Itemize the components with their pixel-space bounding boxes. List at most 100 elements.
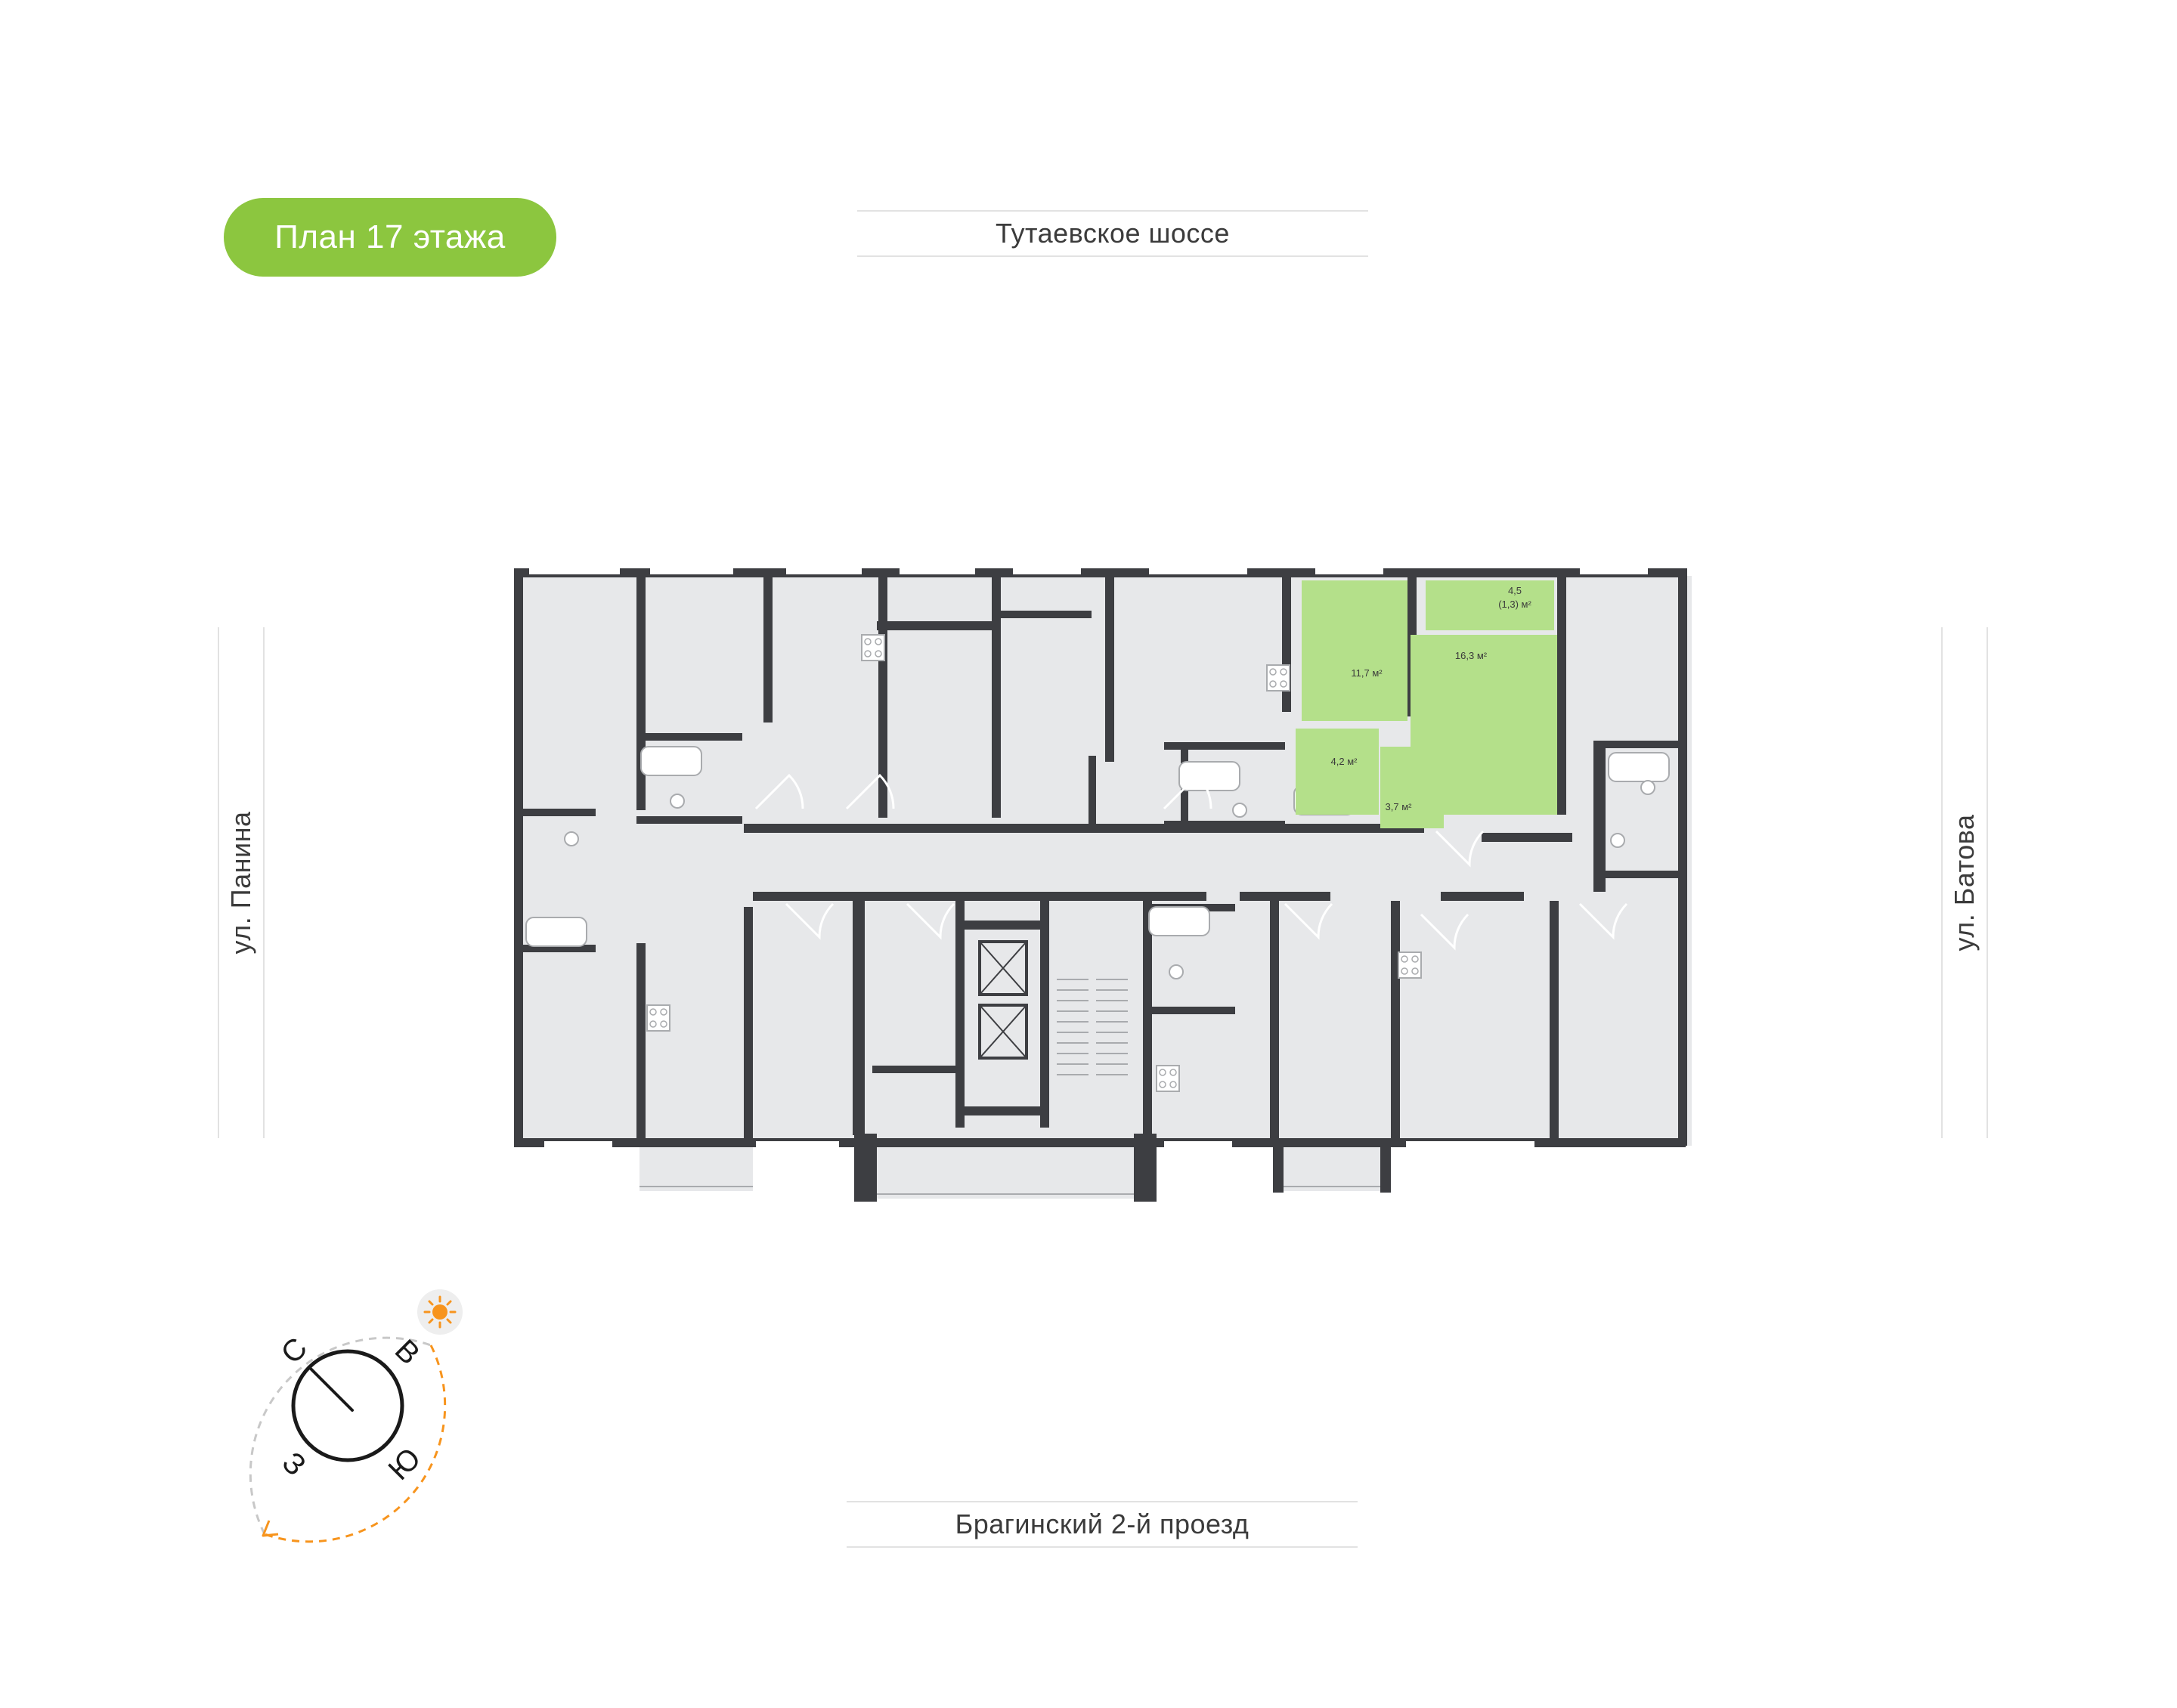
stove-icon (646, 1004, 670, 1032)
balcony-area-shape (1273, 1146, 1386, 1191)
wall-segment (1040, 901, 1049, 1128)
street-label-top: Тутаевское шоссе (857, 210, 1368, 257)
wall-segment (1678, 568, 1687, 1146)
toilet-icon (1610, 833, 1625, 848)
door-swing (754, 773, 804, 810)
wall-segment (1240, 892, 1330, 901)
window-top (786, 568, 862, 574)
wall-segment (1441, 892, 1524, 901)
wall-segment (1482, 833, 1572, 842)
wall-segment (955, 1106, 1049, 1115)
wall-segment (1134, 1134, 1157, 1202)
wall-segment (1105, 568, 1114, 762)
stove-burner (875, 638, 882, 645)
bathtub-icon (1148, 906, 1210, 936)
stove-burner (1280, 668, 1287, 676)
floor-badge-label: План 17 этажа (274, 218, 506, 255)
balcony-area-shape (639, 1146, 753, 1191)
stove-burner (1159, 1069, 1166, 1076)
stove-burner (875, 650, 882, 658)
street-label-right: ул. Батова (1941, 627, 1988, 1138)
wall-segment (877, 621, 998, 630)
wall-segment (1606, 741, 1678, 748)
highlight-balcony (1426, 580, 1554, 630)
wall-segment (636, 943, 646, 1140)
stove-icon (1156, 1065, 1180, 1092)
wall-segment (1391, 901, 1400, 1143)
window-top (1315, 568, 1383, 574)
toilet-icon (670, 794, 685, 809)
wall-segment (744, 824, 1424, 833)
floor-badge: План 17 этажа (224, 198, 556, 277)
highlight-room-kitchen (1302, 580, 1407, 721)
street-label-left: ул. Панина (218, 627, 265, 1138)
sun-icon (417, 1289, 463, 1335)
door-swing (906, 902, 955, 940)
wall-segment (523, 945, 596, 952)
stove-burner (1169, 1081, 1177, 1088)
compass-south: Ю (382, 1441, 427, 1487)
stove-burner (864, 650, 872, 658)
highlight-room-hall (1380, 747, 1444, 828)
stove-burner (660, 1020, 667, 1028)
window-top (900, 568, 975, 574)
wall-segment (763, 568, 773, 722)
wall-segment (514, 568, 523, 1146)
stove-burner (1411, 967, 1419, 975)
window-bottom (1164, 1141, 1232, 1147)
window-top (650, 568, 733, 574)
room-area-4-2[interactable]: 4,2 м² (1331, 756, 1358, 767)
door-swing (1420, 913, 1469, 951)
window-top (1149, 568, 1247, 574)
shade-path-arc (249, 1336, 432, 1535)
wall-segment (1152, 1007, 1235, 1014)
compass-north: С (275, 1332, 314, 1371)
window-top (1013, 568, 1081, 574)
window-top (1580, 568, 1648, 574)
balcony-area-reduced[interactable]: (1,3) м² (1498, 599, 1531, 610)
wall-segment (1593, 871, 1669, 878)
window-bottom (1406, 1141, 1482, 1147)
wall-segment (872, 1066, 955, 1073)
compass-dial (291, 1349, 404, 1462)
wall-segment (1164, 821, 1285, 828)
balcony-area-shape (1572, 1097, 1678, 1146)
wall-segment (955, 921, 1049, 930)
stove-icon (1266, 664, 1290, 692)
window-bottom (544, 1141, 612, 1147)
door-swing (1578, 902, 1628, 940)
wall-segment (753, 892, 1206, 901)
wall-segment (1001, 611, 1092, 618)
wall-segment (955, 901, 965, 1128)
window-bottom (756, 1141, 839, 1147)
elevator-shaft (978, 1004, 1028, 1060)
toilet-icon (1640, 780, 1655, 795)
room-area-11-7[interactable]: 11,7 м² (1351, 667, 1383, 679)
room-area-3-7[interactable]: 3,7 м² (1386, 801, 1413, 812)
balcony-area[interactable]: 4,5 (1508, 585, 1522, 596)
wall-segment (1088, 756, 1096, 824)
stove-burner (649, 1020, 657, 1028)
stove-burner (1159, 1081, 1166, 1088)
wall-segment (636, 816, 742, 824)
wall-segment (1550, 901, 1559, 1143)
stove-burner (1411, 955, 1419, 963)
room-area-16-3[interactable]: 16,3 м² (1455, 650, 1488, 661)
wall-segment (1380, 1140, 1391, 1193)
wall-segment (1557, 632, 1566, 644)
stove-burner (1269, 668, 1277, 676)
toilet-icon (1232, 803, 1247, 818)
stove-burner (1401, 967, 1408, 975)
elevator-shaft (978, 940, 1028, 996)
bathtub-icon (525, 917, 587, 947)
sun-path-arc (264, 1344, 447, 1543)
street-name-top: Тутаевское шоссе (996, 218, 1230, 249)
elevator-cross (979, 941, 1027, 995)
wall-segment (744, 907, 753, 1141)
street-name-bottom: Брагинский 2-й проезд (955, 1508, 1250, 1539)
door-swing (785, 902, 835, 940)
compass: С В Ю З (249, 1289, 463, 1543)
compass-east: В (389, 1333, 426, 1371)
bathtub-icon (1178, 761, 1240, 791)
